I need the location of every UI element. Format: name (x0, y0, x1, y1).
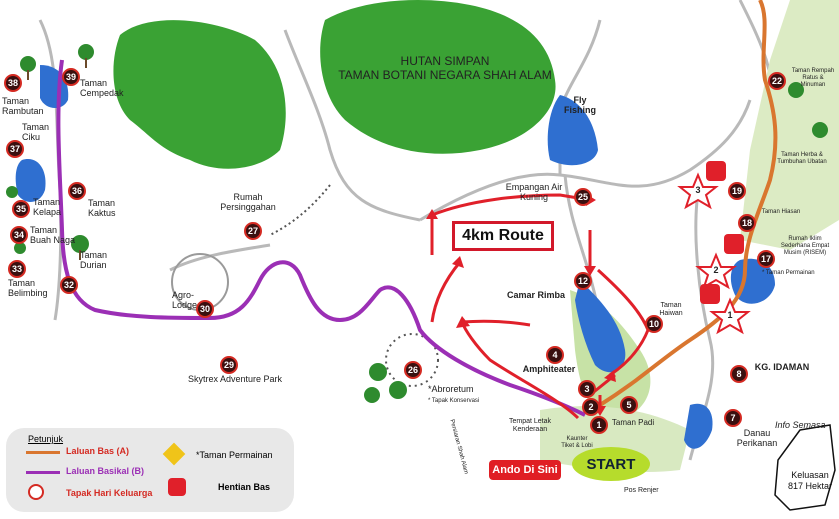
bus-stop-2[interactable]: 2 (713, 265, 719, 275)
info-area-outline (774, 424, 836, 511)
place-37-label: Taman Ciku (22, 122, 50, 142)
place-39-label: Taman Cempedak (80, 78, 124, 98)
place-5-label: Taman Padi (611, 418, 655, 427)
place-38-label: Taman Rambutan (2, 96, 44, 116)
area-info: Keluasan 817 Hektar (788, 470, 832, 492)
place-30-number[interactable]: 30 (196, 300, 214, 318)
taman-permainan-label: * Taman Permainan (762, 270, 815, 276)
info-title: Info Semasa (775, 420, 826, 430)
route-label: 4km Route (452, 221, 554, 251)
forest-name-line2: TAMAN BOTANI NEGARA SHAH ALAM (338, 68, 552, 82)
place-4-label: Amphiteater (522, 364, 576, 374)
place-12-label: Camar Rimba (506, 290, 566, 300)
place-32-label: Taman Durian (80, 250, 108, 270)
area-value: 817 Hektar (788, 481, 833, 491)
legend-family-day: Tapak Hari Keluarga (66, 488, 153, 498)
place-32-number[interactable]: 32 (60, 276, 78, 294)
place-26-label: *Abroretum (428, 384, 474, 394)
fly-fishing-label: Fly Fishing (564, 95, 596, 115)
place-5-number[interactable]: 5 (620, 396, 638, 414)
place-2-number[interactable]: 2 (582, 398, 600, 416)
place-19-number[interactable]: 19 (728, 182, 746, 200)
area-label: Keluasan (791, 470, 829, 480)
place-26-number[interactable]: 26 (404, 361, 422, 379)
place-17-number[interactable]: 17 (757, 250, 775, 268)
arboretum-ring (385, 333, 439, 387)
place-12-number[interactable]: 12 (574, 272, 592, 290)
bus-stop-3[interactable]: 3 (695, 185, 701, 195)
place-39-number[interactable]: 39 (62, 68, 80, 86)
trees (6, 44, 828, 403)
legend-bike-route: Laluan Basikal (B) (66, 466, 145, 476)
place-2-label: Tempat Letak Kenderaan (508, 418, 552, 433)
place-35-number[interactable]: 35 (12, 200, 30, 218)
place-10-number[interactable]: 10 (645, 315, 663, 333)
bike-route (56, 59, 586, 417)
bus-stop-1[interactable]: 1 (727, 310, 733, 320)
place-3-number[interactable]: 3 (578, 380, 596, 398)
place-29-number[interactable]: 29 (220, 356, 238, 374)
place-27-number[interactable]: 27 (244, 222, 262, 240)
place-33-number[interactable]: 33 (8, 260, 26, 278)
place-36-number[interactable]: 36 (68, 182, 86, 200)
place-25-number[interactable]: 25 (574, 188, 592, 206)
place-18-label: Taman Hiasan (761, 209, 801, 215)
place-1-label: Kaunter Tiket & Lobi (561, 436, 593, 449)
place-27-label: Rumah Persinggahan (220, 192, 276, 212)
place-7-number[interactable]: 7 (724, 409, 742, 427)
place-29-label: Skytrex Adventure Park (188, 374, 283, 384)
playground-sign-icon (162, 442, 186, 466)
legend-title: Petunjuk (28, 434, 64, 444)
bike-route-swatch (26, 471, 60, 474)
bus-stop-icon (168, 478, 186, 496)
place-4-number[interactable]: 4 (546, 346, 564, 364)
place-17-label: Rumah Iklim Sederhana Empat Musim (RISEM… (780, 236, 830, 256)
place-36-label: Taman Kaktus (88, 198, 116, 218)
legend-bus-route: Laluan Bas (A) (66, 446, 130, 456)
tapak-konservasi-label: * Tapak Konservasi (428, 398, 480, 404)
place-33-label: Taman Belimbing (8, 278, 48, 298)
place-25-label: Empangan Air Kuning (505, 182, 563, 202)
place-7-label: Danau Perikanan (736, 428, 778, 448)
bus-route-swatch (26, 451, 60, 454)
legend-playground: *Taman Permainan (196, 450, 273, 460)
walking-trail (269, 184, 331, 236)
place-22-label: Taman Rempah Ratus & Minuman (791, 68, 835, 88)
place-34-label: Taman Buah Naga (30, 225, 76, 245)
pos-renjer-label: Pos Renjer (624, 487, 659, 494)
place-18-number[interactable]: 18 (738, 214, 756, 232)
legend-panel: Petunjuk Laluan Bas (A) Laluan Basikal (… (6, 428, 294, 512)
place-38-number[interactable]: 38 (4, 74, 22, 92)
place-8-label: KG. IDAMAN (754, 362, 810, 372)
place-10-label: Taman Haiwan (659, 302, 683, 317)
place-35-label: Taman Kelapa (33, 197, 62, 217)
family-day-icon (28, 484, 44, 500)
forest-areas (113, 0, 556, 169)
place-8-number[interactable]: 8 (730, 365, 748, 383)
place-22-number[interactable]: 22 (768, 72, 786, 90)
legend-bus-stop: Hentian Bas (218, 482, 271, 492)
place-34-number[interactable]: 34 (10, 226, 28, 244)
place-1-number[interactable]: 1 (590, 416, 608, 434)
you-are-here-marker: Ando Di Sini (489, 460, 561, 480)
start-marker[interactable]: START (572, 447, 650, 481)
lakes (15, 65, 775, 449)
forest-name-line1: HUTAN SIMPAN (400, 54, 490, 68)
east-garden-area (740, 0, 839, 250)
place-30-label: Agro-Lodge (172, 290, 198, 310)
place-37-number[interactable]: 37 (6, 140, 24, 158)
place-19-label: Taman Herba & Tumbuhan Ubatan (777, 152, 827, 165)
